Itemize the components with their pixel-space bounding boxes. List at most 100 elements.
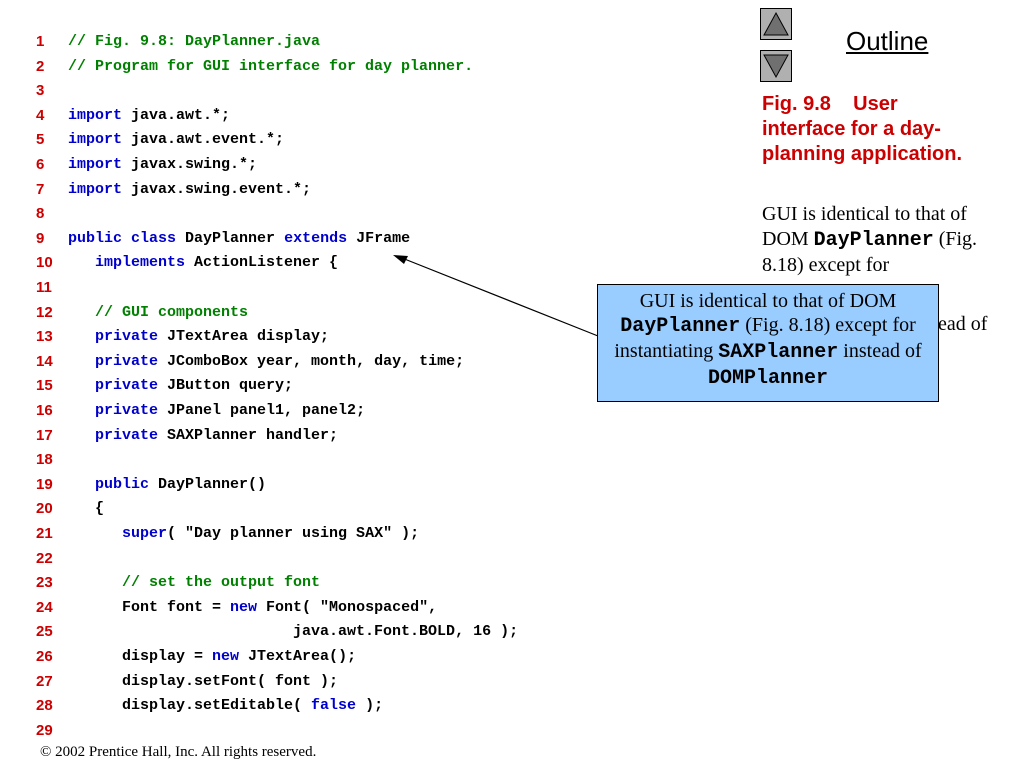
side-note-text: GUI is identical to that of DOM — [762, 203, 967, 250]
code-text: private JPanel panel1, panel2; — [68, 399, 365, 423]
code-comment: // set the output font — [122, 574, 321, 592]
code-text: // Program for GUI interface for day pla… — [68, 55, 473, 79]
line-number: 2 — [36, 57, 45, 75]
figure-caption-line: planning application. — [762, 143, 962, 165]
code-comment: // Fig. 9.8: DayPlanner.java — [68, 33, 321, 50]
code-plain: ( "Day planner using SAX" ); — [167, 525, 420, 542]
line-number: 10 — [36, 254, 53, 272]
line-number: 22 — [36, 549, 53, 567]
code-plain: display.setEditable( — [68, 697, 312, 715]
line-number: 15 — [36, 377, 53, 395]
line-number: 4 — [36, 106, 45, 124]
code-plain: DayPlanner() — [149, 475, 267, 493]
code-text: import java.awt.event.*; — [68, 128, 284, 152]
line-number: 27 — [36, 672, 53, 690]
code-keyword: public class — [68, 229, 177, 247]
line-number: 12 — [36, 303, 53, 321]
line-number: 23 — [36, 574, 53, 592]
line-number: 18 — [36, 451, 53, 469]
figure-caption: Fig. 9.8 User interface for a day- plann… — [762, 92, 1012, 167]
callout-class-name: DOMPlanner — [707, 367, 829, 390]
code-keyword: private — [95, 377, 159, 395]
code-plain: java.awt.Font.BOLD, 16 ); — [68, 623, 519, 641]
code-text: private JButton query; — [68, 374, 293, 398]
code-keyword: import — [68, 180, 123, 198]
code-text: import java.awt.*; — [68, 104, 230, 128]
code-plain — [68, 328, 95, 345]
code-comment: // GUI components — [95, 303, 249, 321]
code-text: implements ActionListener { — [68, 251, 338, 275]
line-number: 24 — [36, 598, 53, 616]
line-number: 29 — [36, 721, 53, 739]
code-keyword: new — [230, 598, 258, 616]
callout-text: (Fig. 8.18) except for instantiating — [614, 314, 916, 362]
line-number: 11 — [36, 279, 52, 296]
code-plain: DayPlanner — [176, 229, 285, 247]
code-keyword: public — [95, 475, 150, 493]
side-note-class-name: DayPlanner — [813, 229, 934, 252]
triangle-up-icon — [763, 11, 789, 36]
line-number: 3 — [36, 82, 45, 100]
code-text: private JTextArea display; — [68, 325, 329, 349]
code-plain: javax.swing.*; — [122, 156, 258, 173]
code-plain — [68, 377, 95, 394]
line-number: 13 — [36, 328, 53, 346]
code-text: { — [68, 497, 104, 521]
outline-title[interactable]: Outline — [846, 26, 929, 56]
next-slide-button[interactable] — [760, 50, 792, 82]
line-number: 21 — [36, 525, 53, 542]
code-plain: Font font = — [68, 598, 231, 616]
code-plain: { — [68, 500, 105, 518]
code-keyword: extends — [284, 229, 348, 247]
callout-box: GUI is identical to that of DOM DayPlann… — [597, 284, 939, 402]
code-text: import javax.swing.*; — [68, 153, 257, 177]
line-number: 20 — [36, 500, 53, 518]
previous-slide-button[interactable] — [760, 8, 792, 40]
code-text: // GUI components — [68, 301, 248, 325]
code-text: display = new JTextArea(); — [68, 645, 356, 669]
figure-caption-line: interface for a day- — [762, 118, 941, 140]
code-plain — [68, 574, 122, 591]
code-plain: JTextArea(); — [239, 648, 357, 665]
code-text: // Fig. 9.8: DayPlanner.java — [68, 30, 320, 54]
code-keyword: implements — [95, 254, 186, 272]
code-plain: SAXPlanner handler; — [158, 426, 339, 444]
line-number: 16 — [36, 402, 53, 419]
copyright-footer: © 2002 Prentice Hall, Inc. All rights re… — [40, 744, 317, 760]
line-number: 5 — [36, 131, 45, 149]
code-keyword: private — [95, 352, 159, 370]
code-plain: Font( "Monospaced", — [257, 598, 438, 616]
code-plain — [68, 476, 95, 493]
callout-text: GUI is identical to that of DOM — [639, 290, 897, 312]
code-keyword: private — [95, 328, 159, 346]
code-text: java.awt.Font.BOLD, 16 ); — [68, 620, 518, 644]
line-number: 19 — [36, 475, 53, 493]
code-text: private SAXPlanner handler; — [68, 424, 338, 448]
triangle-down-icon — [763, 54, 789, 79]
code-text: Font font = new Font( "Monospaced", — [68, 596, 437, 620]
code-plain: JButton query; — [158, 377, 294, 395]
code-plain: java.awt.*; — [122, 106, 231, 124]
code-plain: JComboBox year, month, day, time; — [158, 352, 465, 370]
code-plain: display = — [68, 648, 213, 665]
line-number: 26 — [36, 648, 53, 665]
code-plain: ActionListener { — [185, 254, 339, 272]
code-keyword: super — [122, 525, 168, 542]
code-text: import javax.swing.event.*; — [68, 178, 311, 202]
code-plain — [68, 525, 122, 542]
code-plain: java.awt.event.*; — [122, 131, 285, 149]
line-number: 17 — [36, 426, 53, 444]
line-number: 8 — [36, 205, 45, 223]
code-keyword: false — [311, 697, 357, 715]
side-note-tail: ead of — [938, 313, 988, 335]
line-number: 25 — [36, 623, 53, 641]
line-number: 28 — [36, 697, 53, 715]
code-plain — [68, 353, 95, 370]
code-comment: // Program for GUI interface for day pla… — [68, 57, 474, 75]
callout-class-name: SAXPlanner — [718, 341, 839, 364]
code-plain — [68, 254, 95, 271]
code-text: public class DayPlanner extends JFrame — [68, 227, 410, 251]
code-plain — [68, 427, 95, 444]
code-plain: display.setFont( font ); — [68, 672, 339, 690]
code-plain: javax.swing.event.*; — [122, 180, 312, 198]
